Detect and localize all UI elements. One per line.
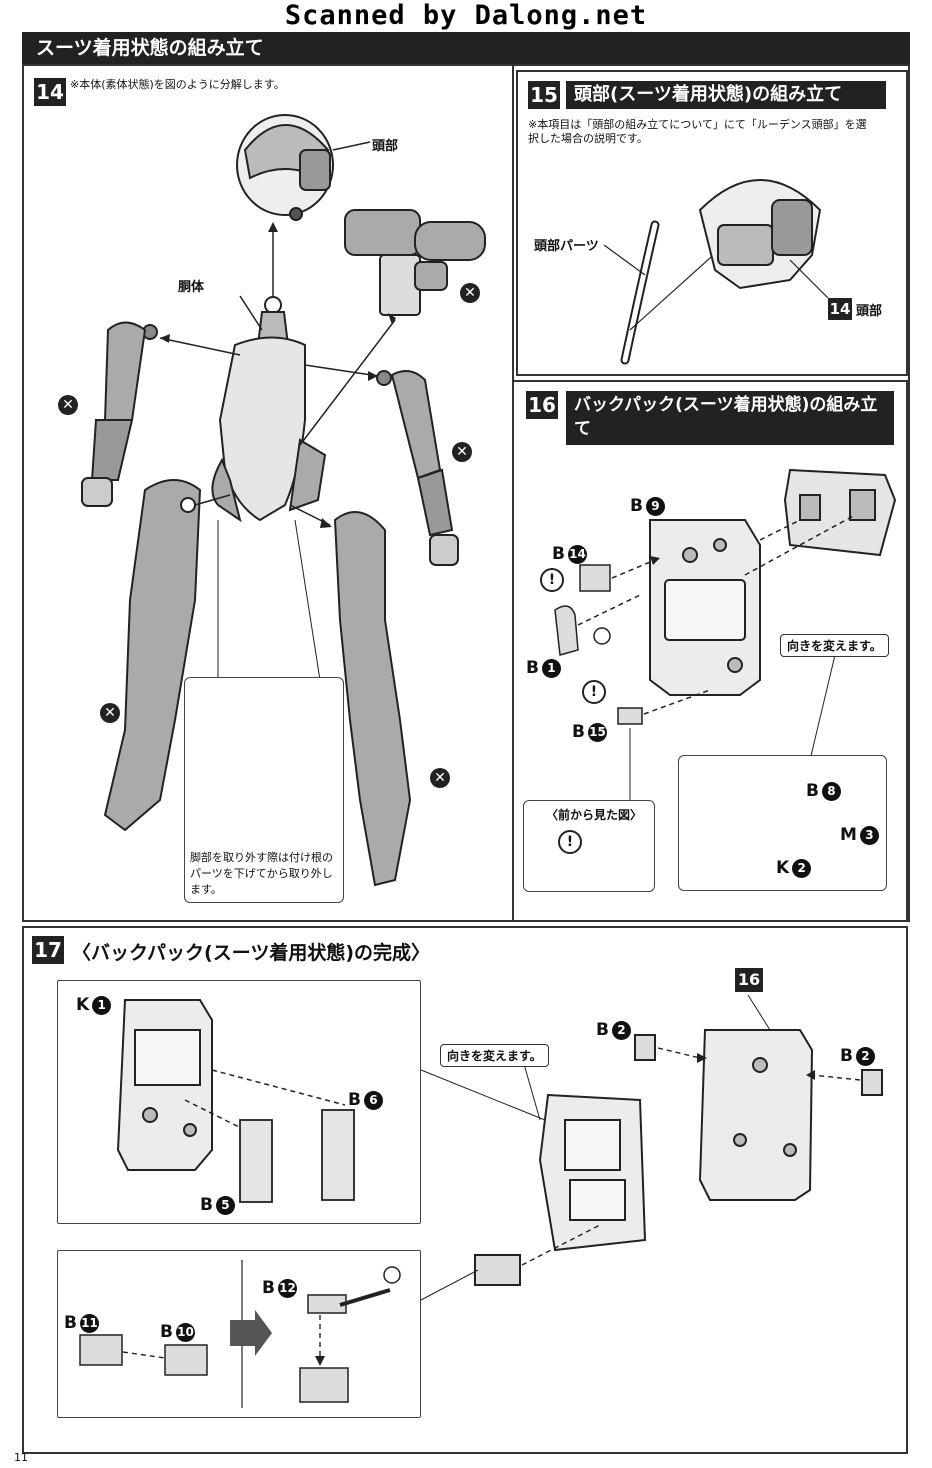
part-number: 12	[277, 1278, 297, 1298]
part-number: 1	[92, 995, 112, 1015]
step17-title: 〈バックパック(スーツ着用状態)の完成〉	[72, 942, 431, 964]
part-letter: K	[776, 858, 790, 878]
part-letter: B	[840, 1046, 853, 1066]
part-letter: B	[262, 1278, 275, 1298]
step17-upper-inset	[57, 980, 421, 1224]
part-number: 2	[792, 858, 812, 878]
front-view-label: 〈前から見た図〉	[546, 808, 643, 822]
part-letter: B	[526, 658, 539, 678]
part-number: 5	[215, 1195, 235, 1215]
section-title: スーツ着用状態の組み立て	[22, 32, 910, 64]
part-number: 2	[855, 1046, 875, 1066]
step16-panel	[512, 380, 908, 922]
cross-icon: ✕	[58, 395, 78, 415]
part-number: 3	[859, 825, 879, 845]
step17-number: 17	[32, 936, 64, 964]
watermark: Scanned by Dalong.net	[284, 0, 648, 31]
part-number: 8	[821, 781, 841, 801]
part-number: 9	[645, 496, 665, 516]
part-number: 2	[611, 1020, 631, 1040]
part-letter: B	[572, 722, 585, 742]
part-number: 6	[363, 1090, 383, 1110]
step15-number: 15	[528, 81, 560, 109]
step15-ref: 14 頭部	[828, 298, 882, 320]
head-parts-label: 頭部パーツ	[534, 239, 599, 254]
head-label: 頭部	[372, 139, 399, 154]
step14-inset	[184, 677, 344, 903]
part-letter: B	[64, 1313, 77, 1333]
part-number: 14	[567, 544, 587, 564]
step14-instruction: ※本体(素体状態)を図のように分解します。	[70, 78, 285, 91]
part-letter: B	[630, 496, 643, 516]
warning-icon: !	[540, 568, 564, 592]
step15-panel	[516, 70, 908, 376]
part-number: 15	[587, 722, 607, 742]
step15-ref-number: 14	[828, 298, 852, 320]
warning-icon: !	[558, 830, 582, 854]
cross-icon: ✕	[452, 442, 472, 462]
page-number: 11	[14, 1451, 28, 1464]
step17-panel	[22, 926, 908, 1454]
part-number: 11	[79, 1313, 99, 1333]
part-letter: K	[76, 995, 90, 1015]
step15-title: 頭部(スーツ着用状態)の組み立て	[566, 81, 886, 109]
part-number: 10	[175, 1322, 195, 1342]
cross-icon: ✕	[460, 283, 480, 303]
cross-icon: ✕	[430, 768, 450, 788]
step16-number: 16	[526, 391, 558, 419]
front-view-inset	[523, 800, 655, 892]
step14-number: 14	[34, 78, 66, 106]
part-number: 1	[541, 658, 561, 678]
turn-callout: 向きを変えます。	[440, 1044, 549, 1067]
step17-ref-number: 16	[735, 968, 763, 992]
part-letter: B	[806, 781, 819, 801]
torso-label: 胴体	[178, 280, 205, 295]
part-letter: B	[160, 1322, 173, 1342]
turn-inset	[678, 755, 887, 891]
step16-title: バックパック(スーツ着用状態)の組み立て	[566, 391, 894, 445]
step15-note: ※本項目は「頭部の組み立てについて」にて「ルーデンス頭部」を選択した場合の説明で…	[528, 118, 867, 145]
cross-icon: ✕	[100, 703, 120, 723]
part-letter: B	[552, 544, 565, 564]
step15-ref-label: 頭部	[856, 303, 883, 319]
part-letter: B	[596, 1020, 609, 1040]
warning-icon: !	[582, 680, 606, 704]
step14-note: 脚部を取り外す際は付け根のパーツを下げてから取り外します。	[190, 851, 333, 896]
turn-callout: 向きを変えます。	[780, 634, 889, 657]
part-letter: B	[200, 1195, 213, 1215]
part-letter: B	[348, 1090, 361, 1110]
part-letter: M	[840, 825, 857, 845]
